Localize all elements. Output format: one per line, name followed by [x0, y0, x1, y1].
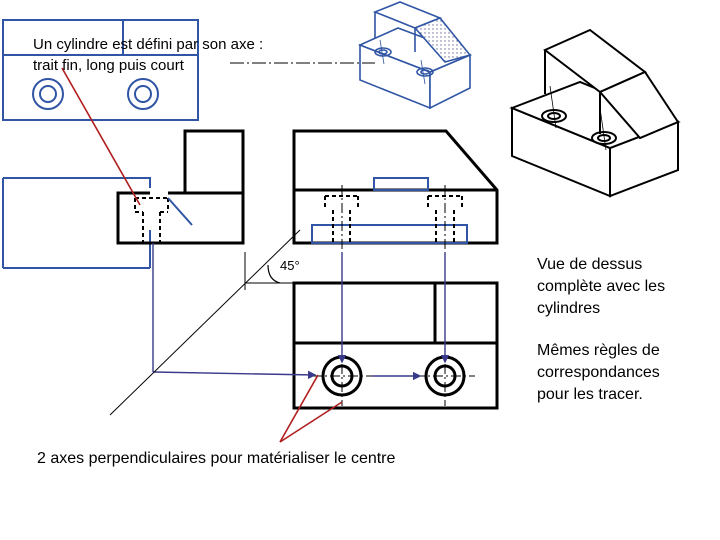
construction-lines: [152, 243, 450, 381]
top-view-line2: complète avec les: [537, 278, 666, 295]
left-view-slope: [167, 197, 193, 226]
reference-side-view: [2, 177, 151, 269]
same-rules-line1: Mêmes règles de: [537, 342, 660, 359]
front-view-hidden-holes: [324, 195, 463, 243]
top-view-line3: cylindres: [537, 300, 601, 317]
isometric-part-blue: [357, 1, 473, 110]
top-view-caption: Vue de dessus complète avec les cylindre…: [537, 254, 712, 320]
angle-label: 45°: [280, 258, 300, 273]
front-view-hole-axes: [341, 185, 446, 252]
same-rules-line3: pour les tracer.: [537, 386, 643, 403]
centre-axes-caption: 2 axes perpendiculaires pour matérialise…: [37, 450, 396, 467]
left-view: [116, 129, 245, 245]
same-rules-line2: correspondances: [537, 364, 660, 381]
top-view: [292, 281, 499, 410]
axis-definition-line2: trait fin, long puis court: [33, 57, 184, 74]
isometric-part-black: [509, 28, 681, 198]
axis-definition-line1: Un cylindre est défini par son axe :: [33, 36, 264, 53]
top-view-line1: Vue de dessus: [537, 256, 643, 273]
callout-lines: [61, 67, 343, 443]
angle-arc: [267, 264, 281, 284]
same-rules-caption: Mêmes règles de correspondances pour les…: [537, 340, 712, 406]
front-view-blue-features: [311, 177, 468, 244]
mitre-line: [109, 229, 301, 416]
left-view-hidden-holes: [134, 197, 169, 243]
reference-top-view: [2, 19, 199, 121]
axis-definition-caption: Un cylindre est défini par son axe : tra…: [33, 34, 333, 76]
